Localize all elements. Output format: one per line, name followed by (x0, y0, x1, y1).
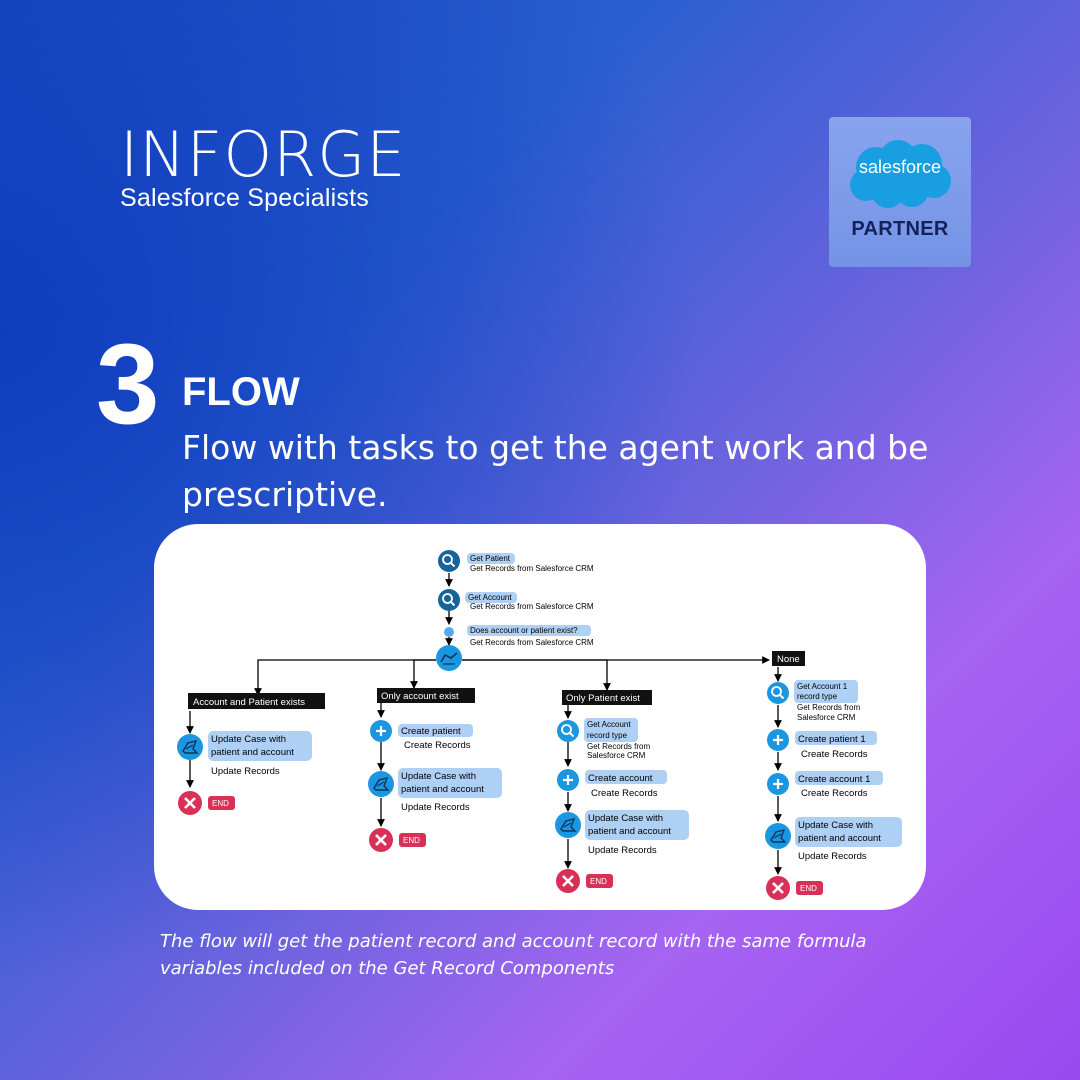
node-title-line2: patient and account (588, 826, 671, 837)
update-case-node[interactable]: Update Case with patient and account Upd… (367, 768, 502, 813)
node-title-line2: patient and account (798, 833, 881, 844)
branch-only-account: Only account exist Create patient Create… (367, 688, 502, 854)
branch-label-bg (772, 651, 805, 666)
branch-only-patient: Only Patient exist Get Account record ty… (554, 690, 689, 895)
end-label: END (212, 799, 229, 808)
node-subtitle: Get Records from Salesforce CRM (470, 602, 594, 611)
plus-icon (555, 767, 581, 793)
node-title-line1: Get Account (587, 720, 631, 729)
node-subtitle: Get Records from Salesforce CRM (470, 638, 594, 647)
plus-icon (368, 718, 394, 744)
node-title: Get Patient (470, 554, 511, 563)
node-subtitle-line1: Get Records from (797, 703, 860, 712)
node-title-line2: patient and account (211, 747, 294, 758)
node-subtitle: Update Records (401, 802, 470, 813)
node-title: Create account (588, 773, 653, 784)
get-account-node[interactable]: Get Account Get Records from Salesforce … (437, 588, 594, 612)
step-description: Flow with tasks to get the agent work an… (182, 428, 929, 514)
close-icon (367, 826, 395, 854)
update-case-node[interactable]: Update Case with patient and account Upd… (176, 731, 312, 777)
step-number: 3 (96, 321, 160, 448)
node-title-line1: Update Case with (211, 734, 286, 745)
close-icon (764, 874, 792, 902)
search-icon (437, 549, 461, 573)
node-subtitle: Update Records (798, 851, 867, 862)
plus-icon (765, 771, 791, 797)
branch-label: Only account exist (381, 691, 459, 702)
salesforce-cloud-label: salesforce (858, 157, 942, 177)
search-icon (766, 681, 790, 705)
close-icon (176, 789, 204, 817)
node-title-line1: Get Account 1 (797, 682, 848, 691)
decision-dot-icon (444, 627, 454, 637)
branch-account-and-patient: Account and Patient exists Update Case w… (176, 693, 325, 817)
node-subtitle: Update Records (588, 845, 657, 856)
update-case-node[interactable]: Update Case with patient and account Upd… (554, 810, 689, 856)
end-node[interactable]: END (176, 789, 235, 817)
node-title: Create patient 1 (798, 734, 866, 745)
branch-label: Account and Patient exists (193, 697, 305, 708)
create-patient-node[interactable]: Create patient Create Records (368, 718, 473, 751)
decision-node[interactable]: Does account or patient exist? Get Recor… (436, 625, 594, 671)
logo-wordmark: INFORGE (120, 118, 407, 191)
branch-label-bg (188, 693, 325, 709)
node-title-line2: record type (587, 731, 628, 740)
end-node[interactable]: END (367, 826, 426, 854)
close-icon (554, 867, 582, 895)
get-account-record-type-node[interactable]: Get Account record type Get Records from… (556, 718, 650, 760)
node-title: Create account 1 (798, 774, 870, 785)
node-title: Create patient (401, 726, 461, 737)
end-node[interactable]: END (764, 874, 823, 902)
end-label: END (590, 877, 607, 886)
step-title: FLOW (182, 370, 300, 414)
flow-diagram-card: Get Patient Get Records from Salesforce … (154, 524, 926, 910)
salesforce-partner-badge: salesforce PARTNER (829, 117, 971, 267)
update-icon (176, 733, 204, 761)
flow-diagram: Get Patient Get Records from Salesforce … (176, 549, 902, 902)
node-title: Does account or patient exist? (470, 626, 578, 635)
node-subtitle-line2: Salesforce CRM (587, 751, 646, 760)
node-title-line1: Update Case with (798, 820, 873, 831)
branch-label: Only Patient exist (566, 693, 640, 704)
inforge-logo: INFORGE Salesforce Specialists (120, 124, 406, 213)
salesforce-cloud-icon (850, 140, 951, 208)
create-account-1-node[interactable]: Create account 1 Create Records (765, 771, 883, 799)
end-node[interactable]: END (554, 867, 613, 895)
update-icon (367, 770, 395, 798)
search-icon (556, 719, 580, 743)
node-subtitle: Get Records from Salesforce CRM (470, 564, 594, 573)
logo-tagline: Salesforce Specialists (120, 184, 369, 212)
create-account-node[interactable]: Create account Create Records (555, 767, 667, 799)
node-subtitle: Create Records (404, 740, 471, 751)
partner-label: PARTNER (851, 218, 949, 240)
get-account-1-record-type-node[interactable]: Get Account 1 record type Get Records fr… (766, 680, 860, 722)
node-title-line2: record type (797, 692, 838, 701)
node-title-line2: patient and account (401, 784, 484, 795)
node-subtitle: Create Records (801, 749, 868, 760)
node-subtitle: Create Records (801, 788, 868, 799)
create-patient-1-node[interactable]: Create patient 1 Create Records (765, 727, 877, 760)
node-title-line1: Update Case with (401, 771, 476, 782)
node-subtitle: Update Records (211, 766, 280, 777)
branch-label-bg (377, 688, 475, 703)
node-subtitle-line2: Salesforce CRM (797, 713, 856, 722)
caption: The flow will get the patient record and… (160, 931, 867, 979)
branch-none: None Get Account 1 record type Get Recor… (764, 651, 902, 902)
node-title-line1: Update Case with (588, 813, 663, 824)
node-subtitle: Create Records (591, 788, 658, 799)
branch-label-bg (562, 690, 652, 705)
end-label: END (403, 836, 420, 845)
update-case-node[interactable]: Update Case with patient and account Upd… (764, 817, 902, 862)
node-subtitle-line1: Get Records from (587, 742, 650, 751)
update-icon (764, 822, 792, 850)
get-patient-node[interactable]: Get Patient Get Records from Salesforce … (437, 549, 594, 573)
update-icon (554, 811, 582, 839)
branch-label: None (777, 654, 800, 665)
search-icon (437, 588, 461, 612)
decision-icon (436, 645, 462, 671)
node-title: Get Account (468, 593, 512, 602)
plus-icon (765, 727, 791, 753)
end-label: END (800, 884, 817, 893)
